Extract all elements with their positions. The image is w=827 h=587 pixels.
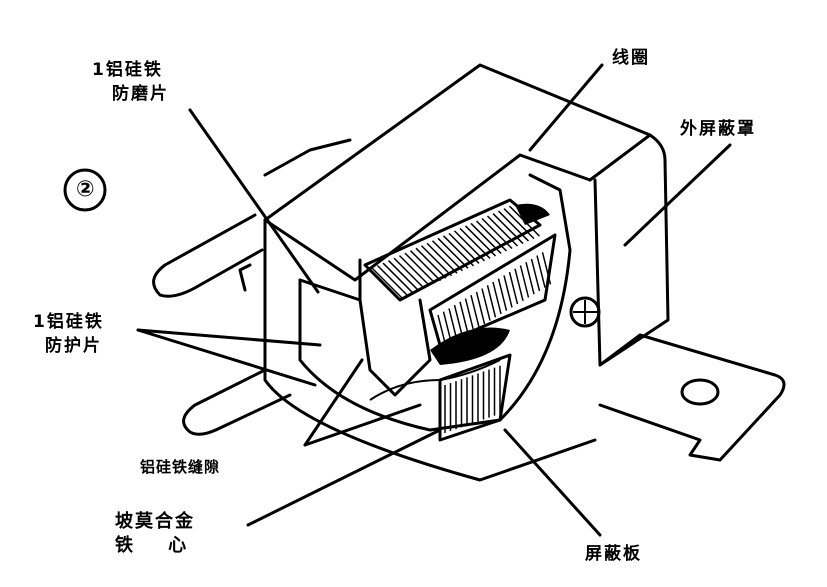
figure-number-circle bbox=[63, 168, 107, 212]
winding-line bbox=[464, 298, 475, 331]
label-coil: 线圈 bbox=[612, 48, 650, 68]
winding-line bbox=[481, 217, 513, 250]
winding-line bbox=[481, 288, 491, 321]
winding-line bbox=[371, 267, 403, 299]
winding-line bbox=[503, 275, 513, 308]
label-core-line1: 坡莫合金 bbox=[115, 511, 195, 532]
winding-line bbox=[442, 235, 475, 267]
winding-line bbox=[420, 245, 453, 277]
winding-line bbox=[409, 250, 442, 282]
label-gap: 铝硅铁缝隙 bbox=[140, 458, 221, 476]
core-center bbox=[358, 298, 432, 397]
winding-line bbox=[448, 232, 480, 264]
label-protect-plate: 1铝硅铁 防护片 bbox=[33, 310, 104, 358]
winding-line bbox=[470, 222, 502, 254]
coil-wire-bundle bbox=[430, 327, 510, 365]
winding-line bbox=[530, 258, 541, 292]
winding-line bbox=[519, 265, 530, 298]
figure-number: ② bbox=[76, 177, 95, 202]
winding-line bbox=[514, 268, 524, 301]
winding-line bbox=[492, 281, 502, 315]
pin-tab bbox=[238, 263, 252, 292]
winding-line bbox=[470, 295, 480, 328]
label-protect-plate-line1: 1铝硅铁 bbox=[33, 312, 104, 332]
coil-windings bbox=[363, 198, 557, 442]
winding-line bbox=[508, 271, 519, 305]
pin-upper bbox=[152, 213, 264, 298]
label-shield-plate: 屏蔽板 bbox=[585, 544, 642, 564]
winding-line bbox=[387, 260, 420, 292]
winding-line bbox=[475, 291, 486, 325]
winding-line bbox=[382, 262, 414, 294]
label-core: 坡莫合金 铁 心 bbox=[115, 510, 195, 558]
winding-line bbox=[541, 252, 552, 285]
winding-line bbox=[486, 285, 497, 318]
shield-front-top-edge bbox=[263, 153, 592, 282]
winding-line bbox=[503, 208, 535, 240]
mounting-bracket bbox=[598, 333, 786, 462]
winding-line bbox=[453, 304, 464, 338]
winding-line bbox=[464, 225, 497, 257]
mounting-hole bbox=[680, 378, 720, 406]
winding-line bbox=[415, 247, 447, 279]
winding-line bbox=[459, 227, 491, 259]
winding-line bbox=[497, 210, 530, 242]
shield-right-side bbox=[593, 133, 670, 367]
screw bbox=[569, 296, 601, 328]
label-wear-plate-line1: 1铝硅铁 bbox=[92, 60, 163, 80]
winding-line bbox=[459, 301, 469, 334]
winding-line bbox=[536, 255, 546, 288]
winding-line bbox=[497, 278, 508, 311]
shield-front bbox=[263, 218, 597, 482]
winding-line bbox=[475, 220, 508, 252]
label-core-line2: 铁 心 bbox=[115, 535, 189, 556]
coil-hatching bbox=[371, 205, 552, 433]
winding-line bbox=[525, 262, 535, 295]
shield-top bbox=[263, 63, 652, 222]
winding-line bbox=[492, 213, 524, 245]
winding-line bbox=[431, 240, 464, 272]
lead-wires bbox=[369, 359, 501, 401]
pin-upper-rear bbox=[263, 138, 352, 177]
winding-line bbox=[437, 237, 469, 269]
winding-line bbox=[426, 242, 458, 274]
label-outer-shield: 外屏蔽罩 bbox=[680, 119, 756, 139]
leader-lines bbox=[136, 63, 732, 537]
label-wear-plate: 1铝硅铁 防磨片 bbox=[92, 58, 169, 106]
winding-line bbox=[393, 257, 425, 289]
winding-line bbox=[486, 215, 519, 247]
label-protect-plate-line2: 防护片 bbox=[45, 336, 102, 356]
winding-line bbox=[376, 264, 409, 297]
winding-line bbox=[398, 255, 431, 287]
label-wear-plate-line2: 防磨片 bbox=[112, 84, 169, 104]
winding-line bbox=[404, 252, 436, 284]
winding-line bbox=[453, 230, 486, 262]
pin-lower bbox=[182, 368, 292, 436]
coil-wire-top bbox=[515, 203, 550, 225]
